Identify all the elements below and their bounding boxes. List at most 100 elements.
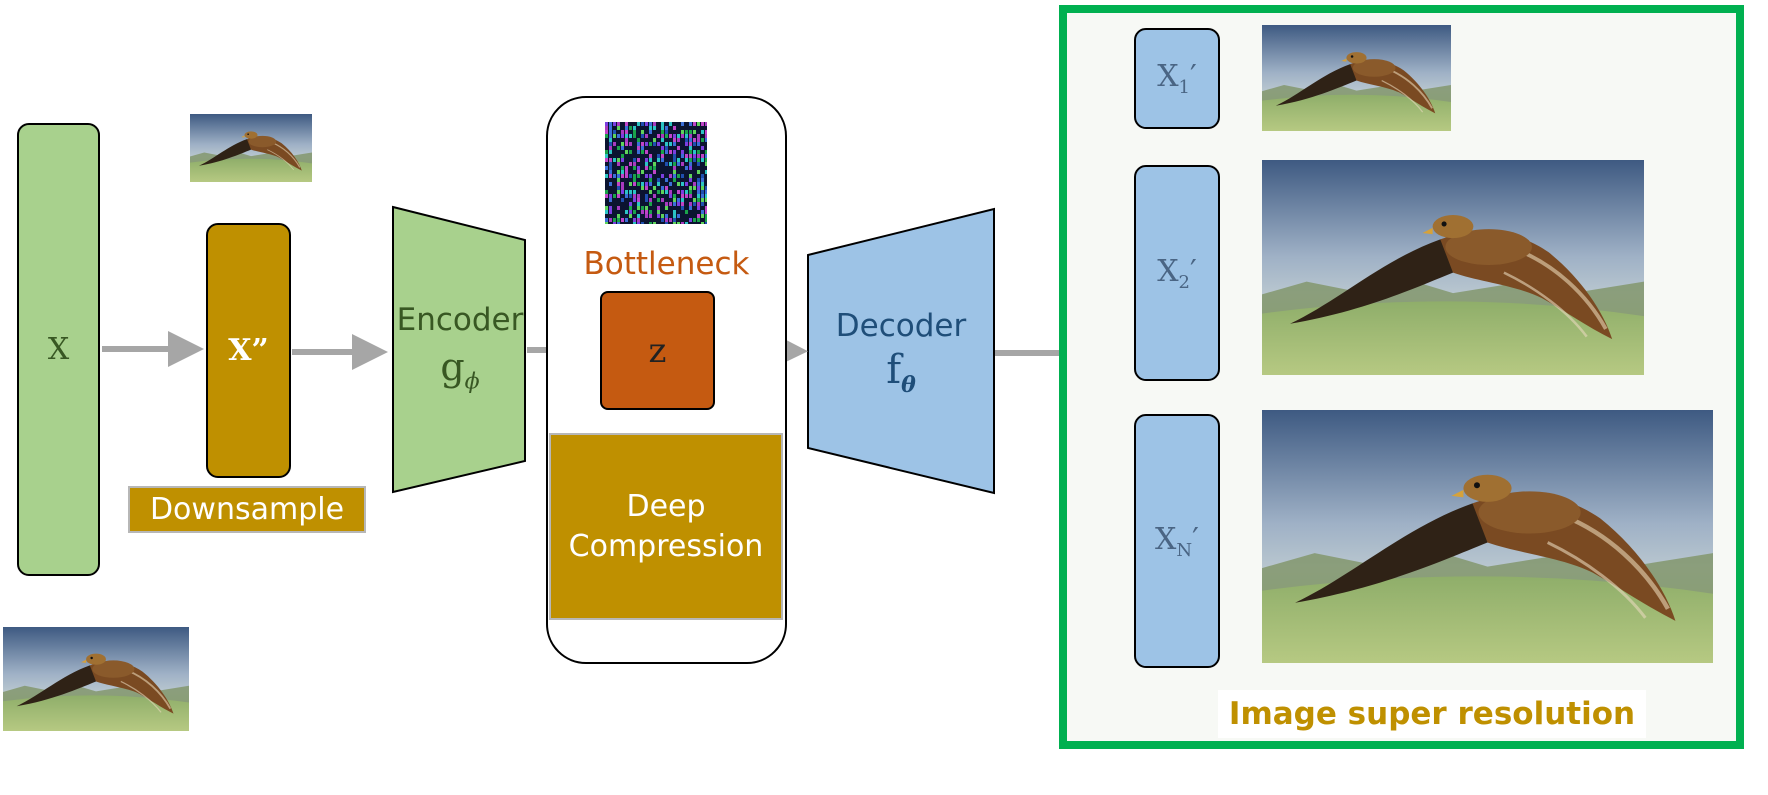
noise-cell: [649, 210, 652, 214]
noise-cell: [645, 214, 648, 218]
noise-cell: [673, 166, 676, 170]
noise-cell: [705, 158, 707, 162]
noise-cell: [617, 158, 620, 162]
noise-cell: [617, 122, 620, 126]
noise-cell: [621, 158, 624, 162]
noise-cell: [673, 138, 676, 142]
noise-cell: [677, 182, 680, 186]
noise-cell: [697, 158, 700, 162]
noise-cell: [697, 154, 700, 158]
noise-cell: [697, 190, 700, 194]
noise-cell: [677, 202, 680, 206]
noise-cell: [657, 158, 660, 162]
noise-cell: [661, 186, 664, 190]
noise-cell: [689, 190, 692, 194]
noise-cell: [609, 194, 612, 198]
noise-cell: [637, 194, 640, 198]
noise-cell: [661, 150, 664, 154]
noise-cell: [637, 142, 640, 146]
noise-cell: [617, 146, 620, 150]
noise-cell: [661, 134, 664, 138]
noise-cell: [641, 142, 644, 146]
noise-cell: [685, 142, 688, 146]
noise-cell: [705, 186, 707, 190]
noise-cell: [701, 122, 704, 126]
noise-cell: [673, 170, 676, 174]
noise-cell: [701, 174, 704, 178]
noise-cell: [665, 150, 668, 154]
noise-cell: [673, 210, 676, 214]
noise-cell: [617, 126, 620, 130]
noise-cell: [605, 150, 608, 154]
noise-cell: [701, 138, 704, 142]
encoder-title: Encoder: [396, 302, 524, 338]
noise-cell: [641, 210, 644, 214]
noise-cell: [657, 142, 660, 146]
noise-cell: [677, 146, 680, 150]
noise-cell: [609, 198, 612, 202]
encoder-symbol: gϕ: [440, 345, 480, 395]
noise-cell: [617, 170, 620, 174]
noise-cell: [613, 130, 616, 134]
noise-cell: [609, 162, 612, 166]
noise-cell: [609, 170, 612, 174]
noise-cell: [629, 126, 632, 130]
noise-cell: [673, 134, 676, 138]
eagle-photo-output-x2: [1262, 160, 1644, 375]
noise-cell: [625, 170, 628, 174]
noise-cell: [665, 126, 668, 130]
noise-cell: [633, 130, 636, 134]
noise-cell: [665, 214, 668, 218]
noise-cell: [705, 194, 707, 198]
noise-cell: [677, 174, 680, 178]
noise-cell: [701, 198, 704, 202]
decoder-symbol-subscript: θ: [901, 372, 916, 398]
noise-cell: [661, 198, 664, 202]
noise-cell: [693, 150, 696, 154]
noise-cell: [609, 130, 612, 134]
noise-cell: [705, 210, 707, 214]
noise-cell: [645, 134, 648, 138]
noise-cell: [629, 150, 632, 154]
noise-cell: [621, 130, 624, 134]
noise-cell: [633, 134, 636, 138]
noise-cell: [633, 218, 636, 222]
noise-cell: [605, 154, 608, 158]
image-super-resolution-label: Image super resolution: [1218, 690, 1646, 738]
noise-cell: [681, 202, 684, 206]
noise-cell: [605, 166, 608, 170]
noise-cell: [633, 178, 636, 182]
noise-cell: [609, 150, 612, 154]
noise-cell: [685, 194, 688, 198]
input-label: X: [47, 332, 70, 367]
noise-cell: [705, 154, 707, 158]
noise-cell: [693, 142, 696, 146]
noise-cell: [645, 206, 648, 210]
noise-cell: [701, 186, 704, 190]
noise-cell: [689, 150, 692, 154]
noise-cell: [625, 150, 628, 154]
noise-cell: [697, 134, 700, 138]
noise-cell: [657, 214, 660, 218]
noise-cell: [613, 158, 616, 162]
noise-cell: [653, 222, 656, 224]
noise-cell: [701, 190, 704, 194]
noise-cell: [649, 158, 652, 162]
noise-cell: [689, 194, 692, 198]
noise-cell: [693, 130, 696, 134]
noise-cell: [641, 122, 644, 126]
noise-cell: [605, 218, 608, 222]
noise-cell: [629, 210, 632, 214]
noise-cell: [697, 162, 700, 166]
noise-cell: [613, 142, 616, 146]
noise-cell: [645, 182, 648, 186]
noise-cell: [609, 122, 612, 126]
noise-cell: [625, 122, 628, 126]
noise-cell: [637, 206, 640, 210]
noise-cell: [697, 214, 700, 218]
eagle-photo-downsampled: [190, 114, 312, 182]
noise-cell: [637, 202, 640, 206]
noise-cell: [629, 206, 632, 210]
noise-cell: [685, 158, 688, 162]
noise-cell: [605, 134, 608, 138]
